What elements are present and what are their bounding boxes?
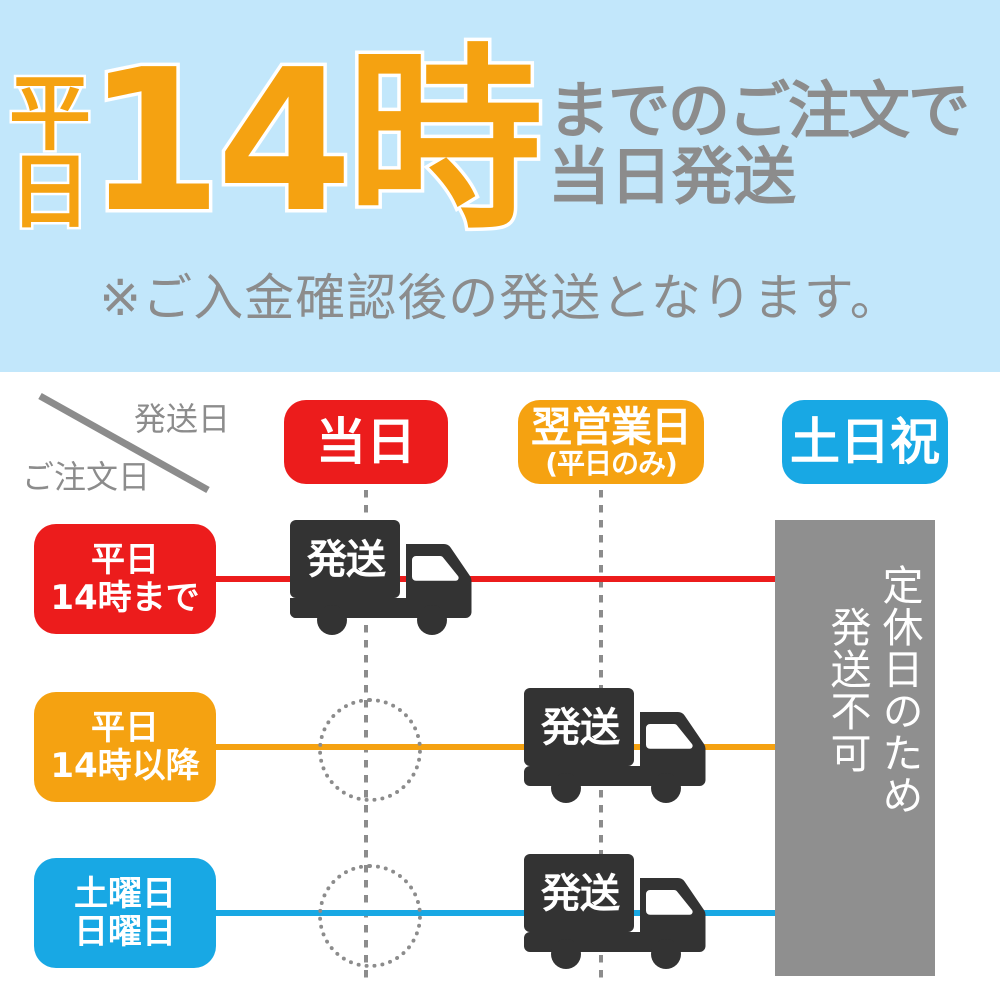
no-shipment-marker-weekend — [318, 864, 422, 968]
truck-icon — [290, 520, 472, 635]
closed-days-text-left: 発送不可 — [823, 606, 871, 774]
column-header-next-business-day-label: 翌営業日 — [531, 402, 692, 451]
truck-label-row-weekday-after-14: 発送 — [541, 705, 620, 751]
weekday-vertical-label: 平 日 — [6, 67, 94, 240]
shipping-truck-icon-row-weekend: 発送 — [518, 848, 718, 974]
cutoff-time-headline: 14時 — [83, 28, 547, 256]
connector-line-weekday-after-14 — [216, 744, 806, 750]
row-label-weekday-before-14-line2: 14時まで — [50, 578, 200, 618]
truck-label-row-weekend: 発送 — [541, 871, 620, 917]
corner-header-cell: 発送日 ご注文日 — [14, 388, 264, 496]
row-label-weekend-line1: 土曜日 — [74, 873, 176, 914]
closed-days-banner: 定休日のため 発送不可 — [775, 520, 935, 976]
truck-icon — [524, 688, 706, 803]
hero-subheadline: までのご注文で 当日発送 — [548, 78, 1000, 209]
hero-banner: 平 日 14時 までのご注文で 当日発送 ※ご入金確認後の発送となります。 — [0, 0, 1000, 372]
hero-note: ※ご入金確認後の発送となります。 — [99, 269, 901, 327]
hero-headline: 平 日 14時 までのご注文で 当日発送 — [0, 36, 1000, 244]
column-header-next-business-day-sub: (平日のみ) — [545, 446, 678, 480]
column-header-same-day-label: 当日 — [316, 413, 416, 471]
order-date-label: ご注文日 — [22, 458, 151, 496]
weekday-char-1: 平 — [6, 67, 93, 163]
shipping-truck-icon-row-weekday-before-14: 発送 — [284, 514, 484, 640]
hero-subheadline-line1: までのご注文で — [548, 74, 970, 147]
row-label-weekday-before-14-line1: 平日 — [91, 539, 159, 580]
shipping-schedule-panel: 発送日 ご注文日 当日 翌営業日 (平日のみ) 土日祝 平日 14時まで 平日 … — [0, 372, 1000, 1000]
row-label-weekday-after-14: 平日 14時以降 — [34, 692, 216, 802]
weekday-char-2: 日 — [6, 145, 93, 240]
no-shipment-marker-weekday-after-14 — [318, 698, 422, 802]
connector-line-weekday-before-14 — [216, 576, 806, 582]
column-header-weekend-holiday-label: 土日祝 — [790, 413, 940, 471]
column-header-weekend-holiday: 土日祝 — [782, 400, 948, 484]
ship-date-label: 発送日 — [133, 400, 230, 438]
row-label-weekend: 土曜日 日曜日 — [34, 858, 216, 968]
shipping-truck-icon-row-weekday-after-14: 発送 — [518, 682, 718, 808]
row-label-weekday-after-14-line2: 14時以降 — [50, 746, 200, 786]
row-label-weekday-after-14-line1: 平日 — [91, 707, 159, 748]
diagonal-divider-icon — [38, 392, 210, 494]
connector-line-weekend — [216, 910, 806, 916]
truck-icon — [524, 854, 706, 969]
column-header-same-day: 当日 — [284, 400, 448, 484]
truck-label-row-weekday-before-14: 発送 — [307, 537, 386, 583]
column-header-next-business-day: 翌営業日 (平日のみ) — [518, 400, 704, 484]
row-label-weekday-before-14: 平日 14時まで — [34, 524, 216, 634]
row-label-weekend-line2: 日曜日 — [74, 912, 176, 952]
hero-subheadline-line2: 当日発送 — [548, 139, 797, 213]
closed-days-text-right: 定休日のため — [875, 564, 923, 816]
